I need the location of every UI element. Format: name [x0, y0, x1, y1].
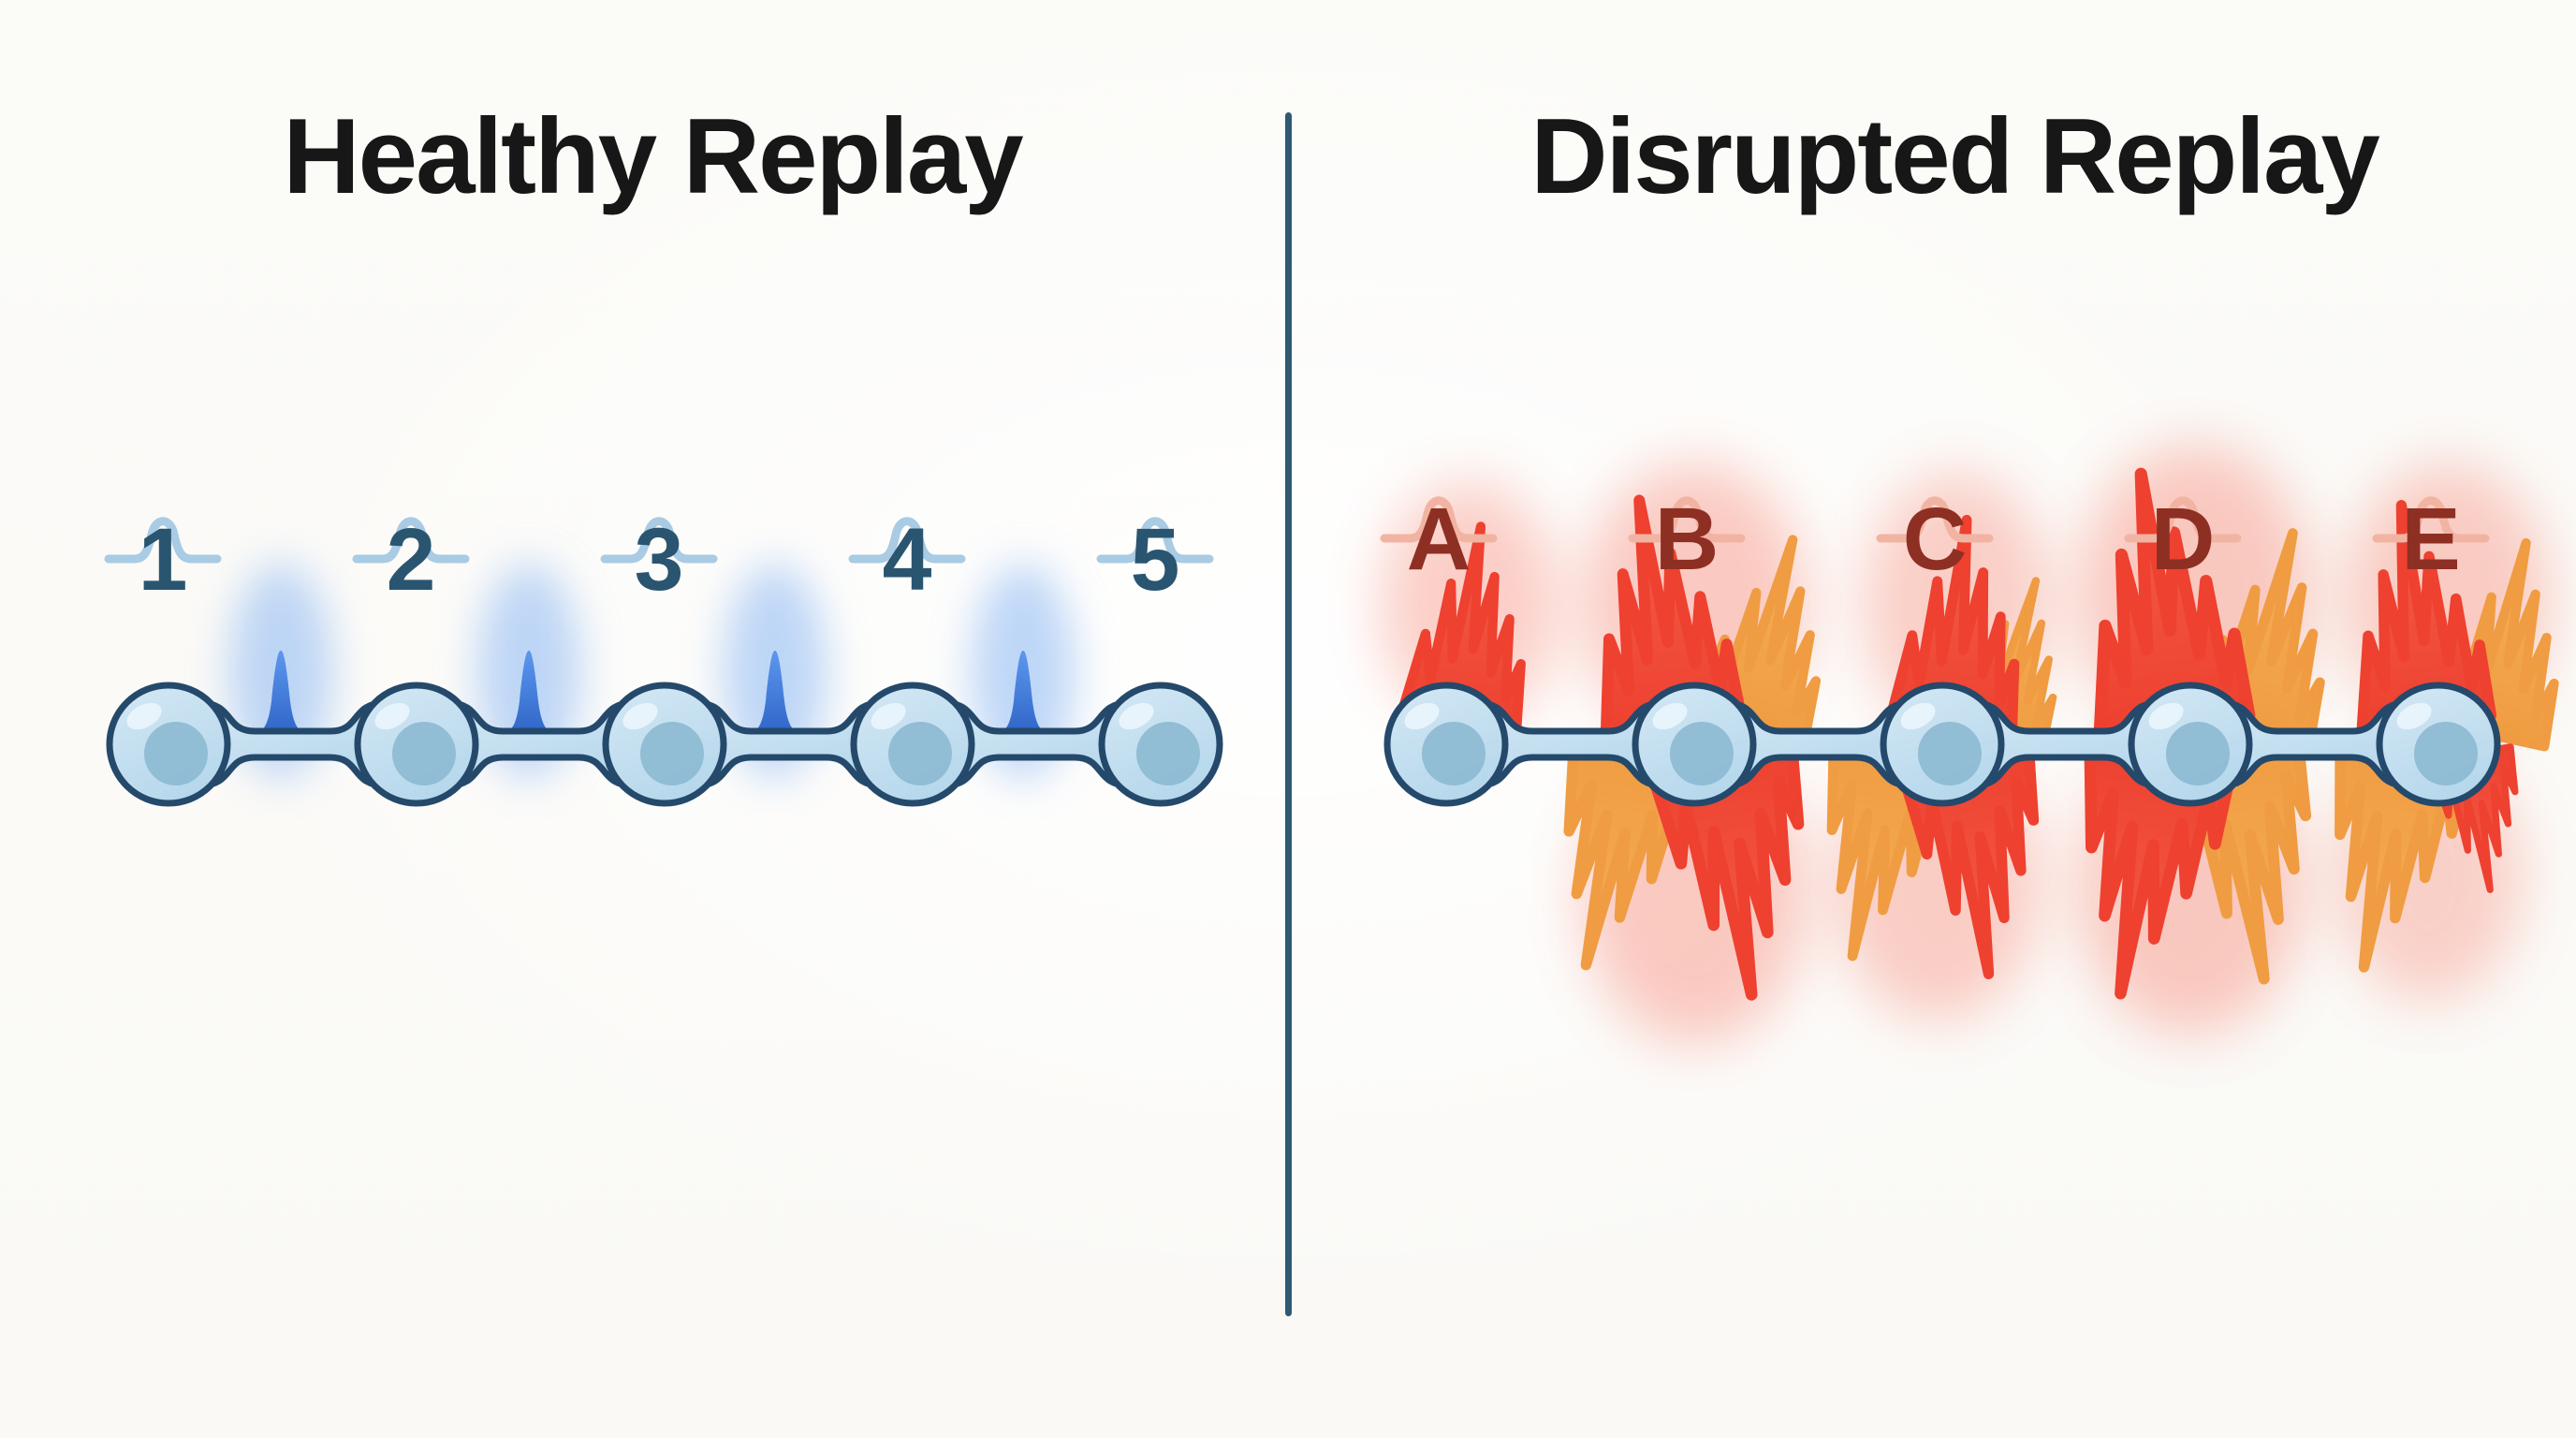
svg-text:E: E [2401, 490, 2460, 589]
sequence-label-d: D [2129, 490, 2237, 589]
sequence-label-5: 5 [1101, 510, 1209, 609]
sequence-label-b: B [1632, 490, 1741, 589]
healthy-chain: 1 2 3 4 5 [109, 510, 1220, 803]
disruption-burst-e-bottom [2306, 741, 2535, 1002]
disruption-burst-b-bottom [1529, 739, 1829, 1044]
sequence-label-1: 1 [109, 510, 217, 609]
disruption-burst-e-top [2343, 463, 2576, 748]
neuron-2 [358, 685, 476, 803]
disruption-burst-c-bottom [1798, 742, 2059, 1020]
neuron-3 [606, 685, 724, 803]
neuron-4 [854, 685, 972, 803]
svg-text:1: 1 [139, 510, 188, 609]
neuron-d [2131, 685, 2249, 803]
disruption-burst-a-top [1381, 482, 1559, 729]
activity-spike-2 [477, 564, 580, 779]
svg-text:B: B [1655, 490, 1720, 589]
svg-text:D: D [2151, 490, 2216, 589]
activity-spike-3 [724, 564, 827, 779]
svg-text:A: A [1407, 490, 1471, 589]
panel-divider [1285, 112, 1292, 1316]
neuron-5 [1102, 685, 1220, 803]
right-panel-title: Disrupted Replay [1530, 97, 2380, 216]
svg-text:5: 5 [1131, 510, 1180, 609]
svg-text:2: 2 [387, 510, 436, 609]
neuron-1 [110, 685, 227, 803]
sequence-label-4: 4 [853, 510, 961, 609]
sequence-label-3: 3 [605, 510, 713, 609]
disruption-burst-d-bottom [2056, 739, 2338, 1034]
sequence-label-2: 2 [357, 510, 465, 609]
svg-text:4: 4 [883, 510, 932, 609]
disruption-burst-d-top [2073, 445, 2358, 751]
svg-text:3: 3 [635, 510, 684, 609]
neuron-c [1883, 685, 2001, 803]
activity-spike-4 [972, 564, 1075, 779]
svg-text:C: C [1903, 490, 1968, 589]
sequence-label-e: E [2377, 490, 2485, 589]
neuron-e [2379, 685, 2497, 803]
neuron-b [1635, 685, 1753, 803]
sequence-label-c: C [1881, 490, 1989, 589]
disruption-burst-b-top [1578, 463, 1854, 745]
left-panel-title: Healthy Replay [283, 97, 1023, 216]
activity-spike-1 [229, 564, 332, 779]
disrupted-chain: A B C D E [1381, 445, 2576, 1044]
sequence-label-a: A [1384, 490, 1493, 589]
neuron-a [1387, 685, 1505, 803]
